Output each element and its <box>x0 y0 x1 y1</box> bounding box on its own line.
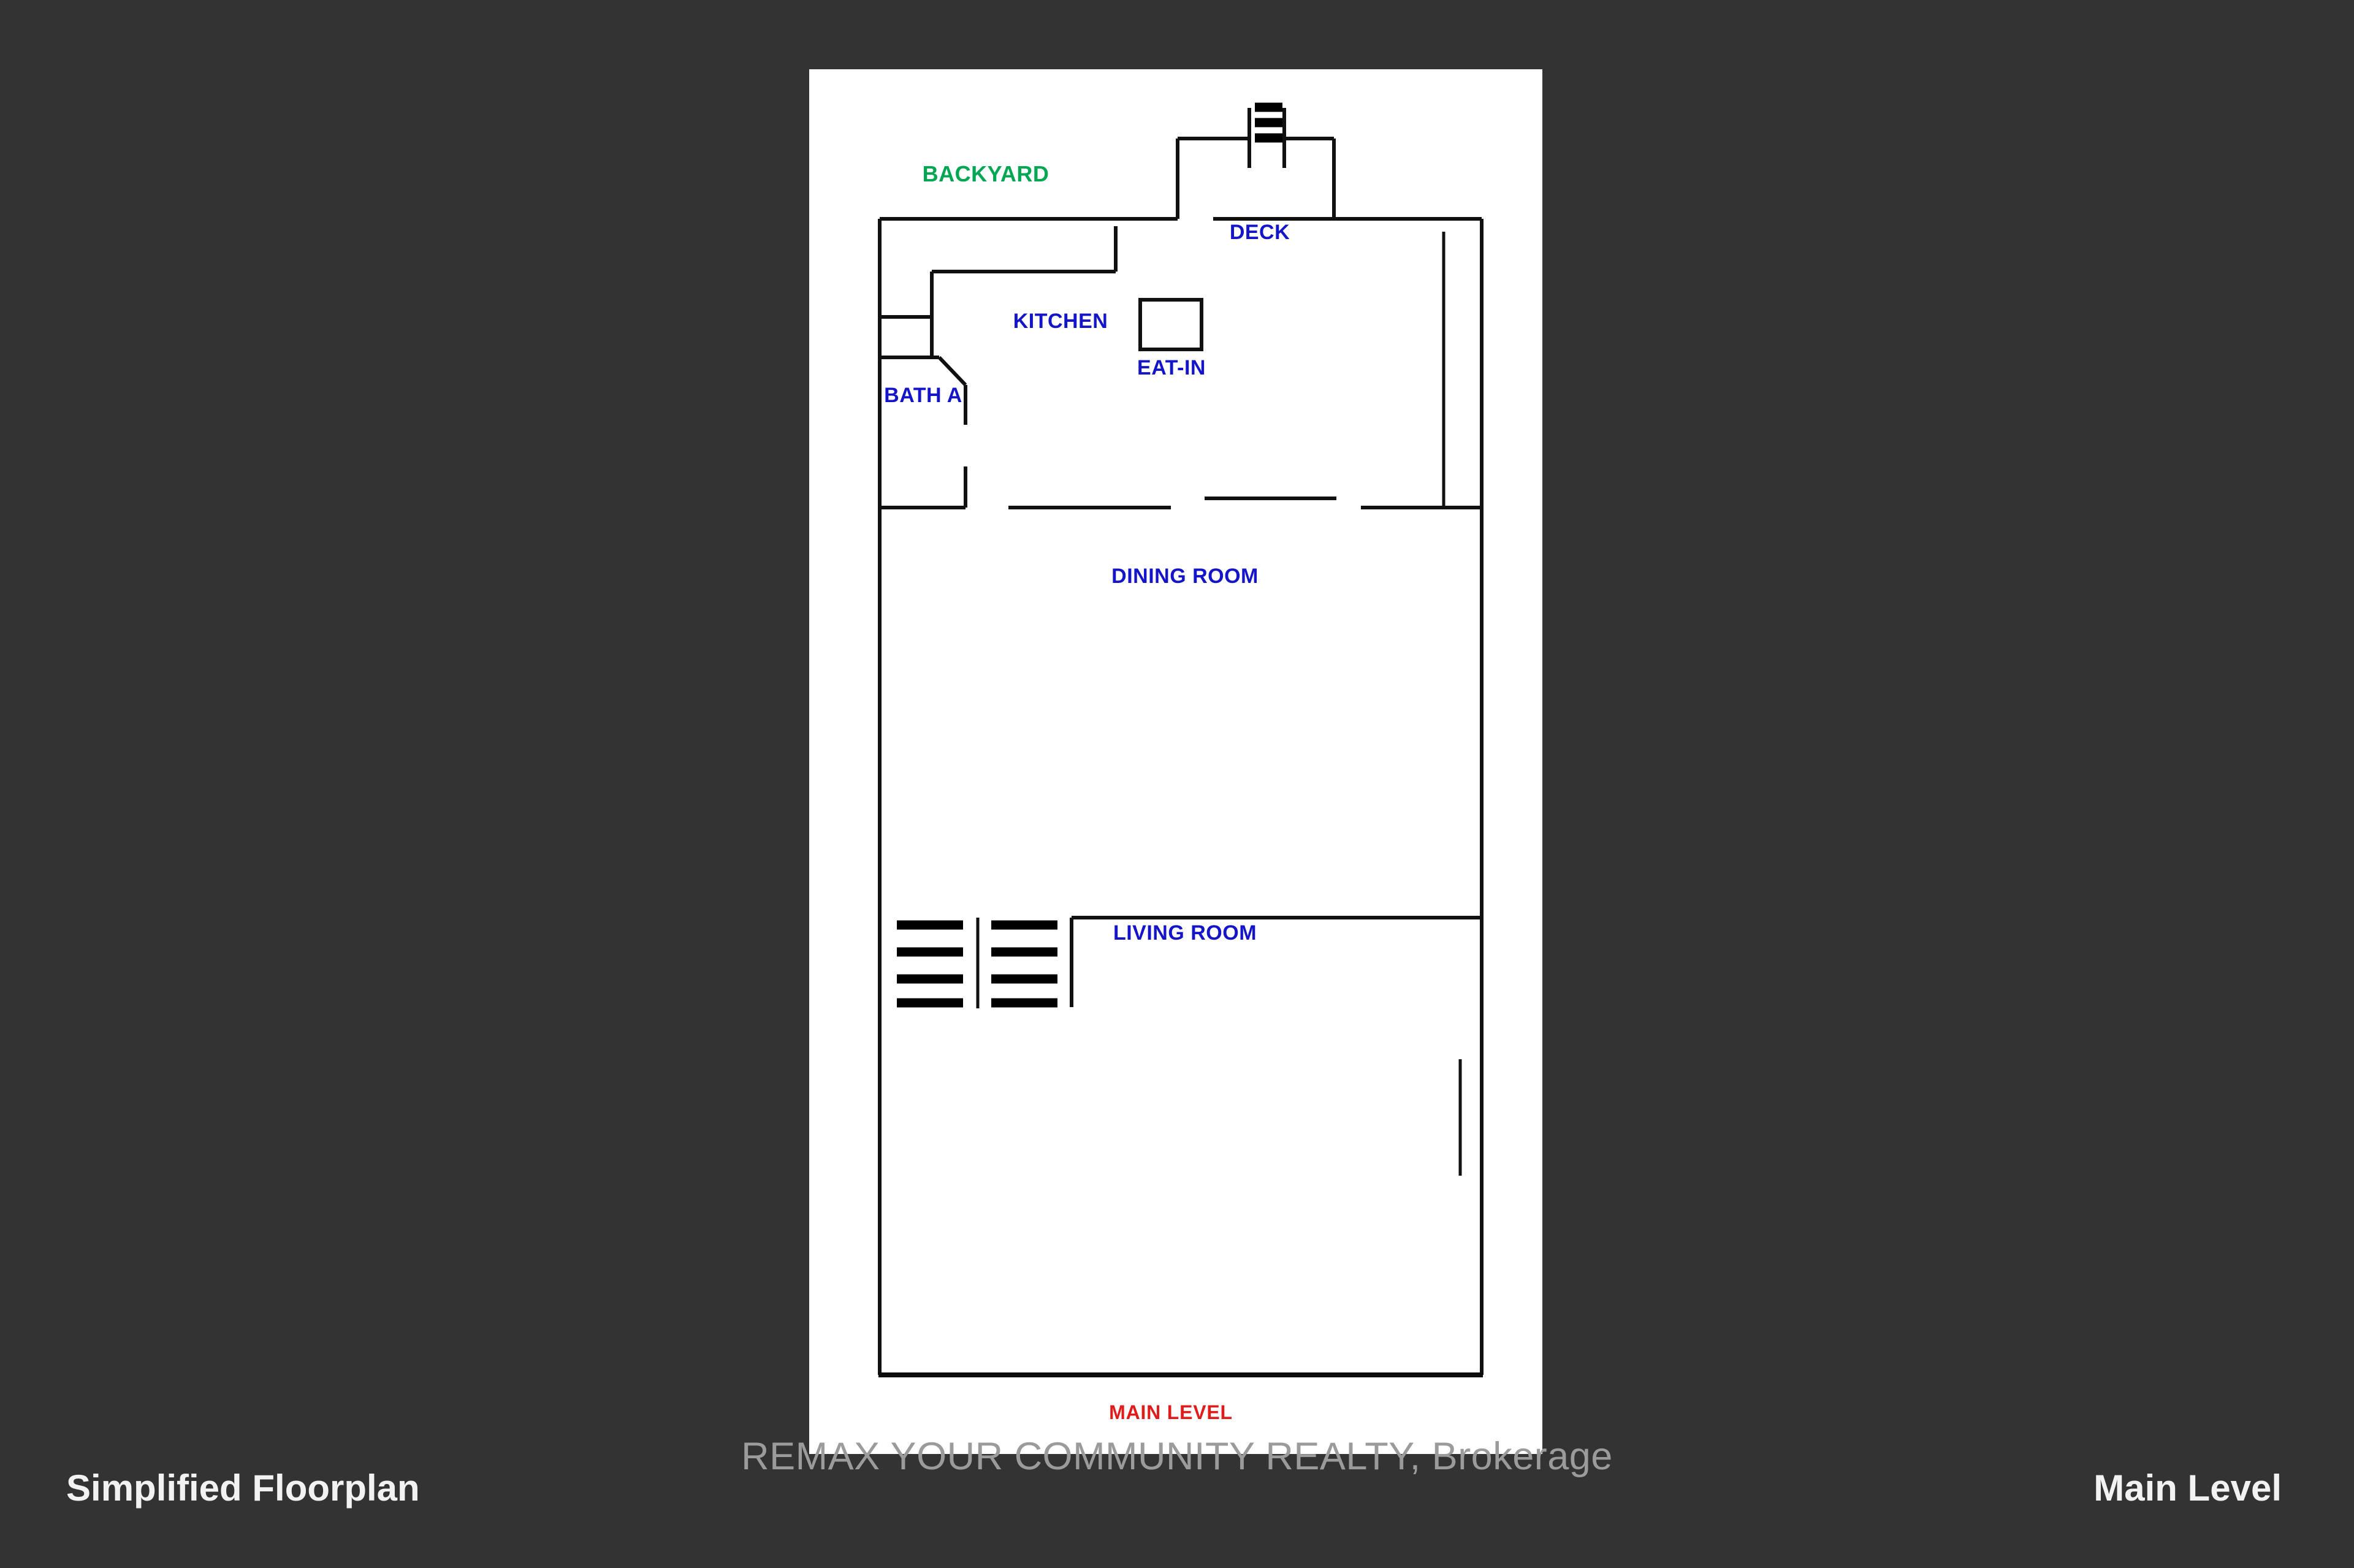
dining-living-divider <box>1070 916 1482 1007</box>
caption-main-level: Main Level <box>2093 1467 2282 1509</box>
label-dining-room: DINING ROOM <box>1111 565 1259 588</box>
interior-stairs <box>897 918 1057 1008</box>
kitchen-dining-divider-wall <box>1008 497 1482 509</box>
floorplan-canvas: BACKYARD DECK KITCHEN EAT-IN BATH A DINI… <box>809 69 1542 1454</box>
bath-a-room <box>880 356 967 509</box>
label-deck: DECK <box>1230 221 1290 244</box>
label-kitchen: KITCHEN <box>1013 310 1108 333</box>
label-living-room: LIVING ROOM <box>1113 921 1257 945</box>
house-exterior-walls <box>878 217 1484 1377</box>
deck-stair-treads <box>1255 102 1282 143</box>
label-main-level: MAIN LEVEL <box>1109 1401 1233 1423</box>
label-eat-in: EAT-IN <box>1137 356 1206 379</box>
stair-flight-right <box>991 920 1057 1008</box>
stair-flight-left <box>897 920 963 1008</box>
deck-structure <box>1176 102 1336 219</box>
label-backyard: BACKYARD <box>923 161 1049 186</box>
kitchen-area <box>881 226 1118 357</box>
eat-in-table <box>1138 298 1203 351</box>
label-bath-a: BATH A <box>884 384 962 407</box>
floorplan-drawing: BACKYARD DECK KITCHEN EAT-IN BATH A DINI… <box>878 102 1484 1423</box>
caption-simplified-floorplan: Simplified Floorplan <box>66 1467 420 1509</box>
